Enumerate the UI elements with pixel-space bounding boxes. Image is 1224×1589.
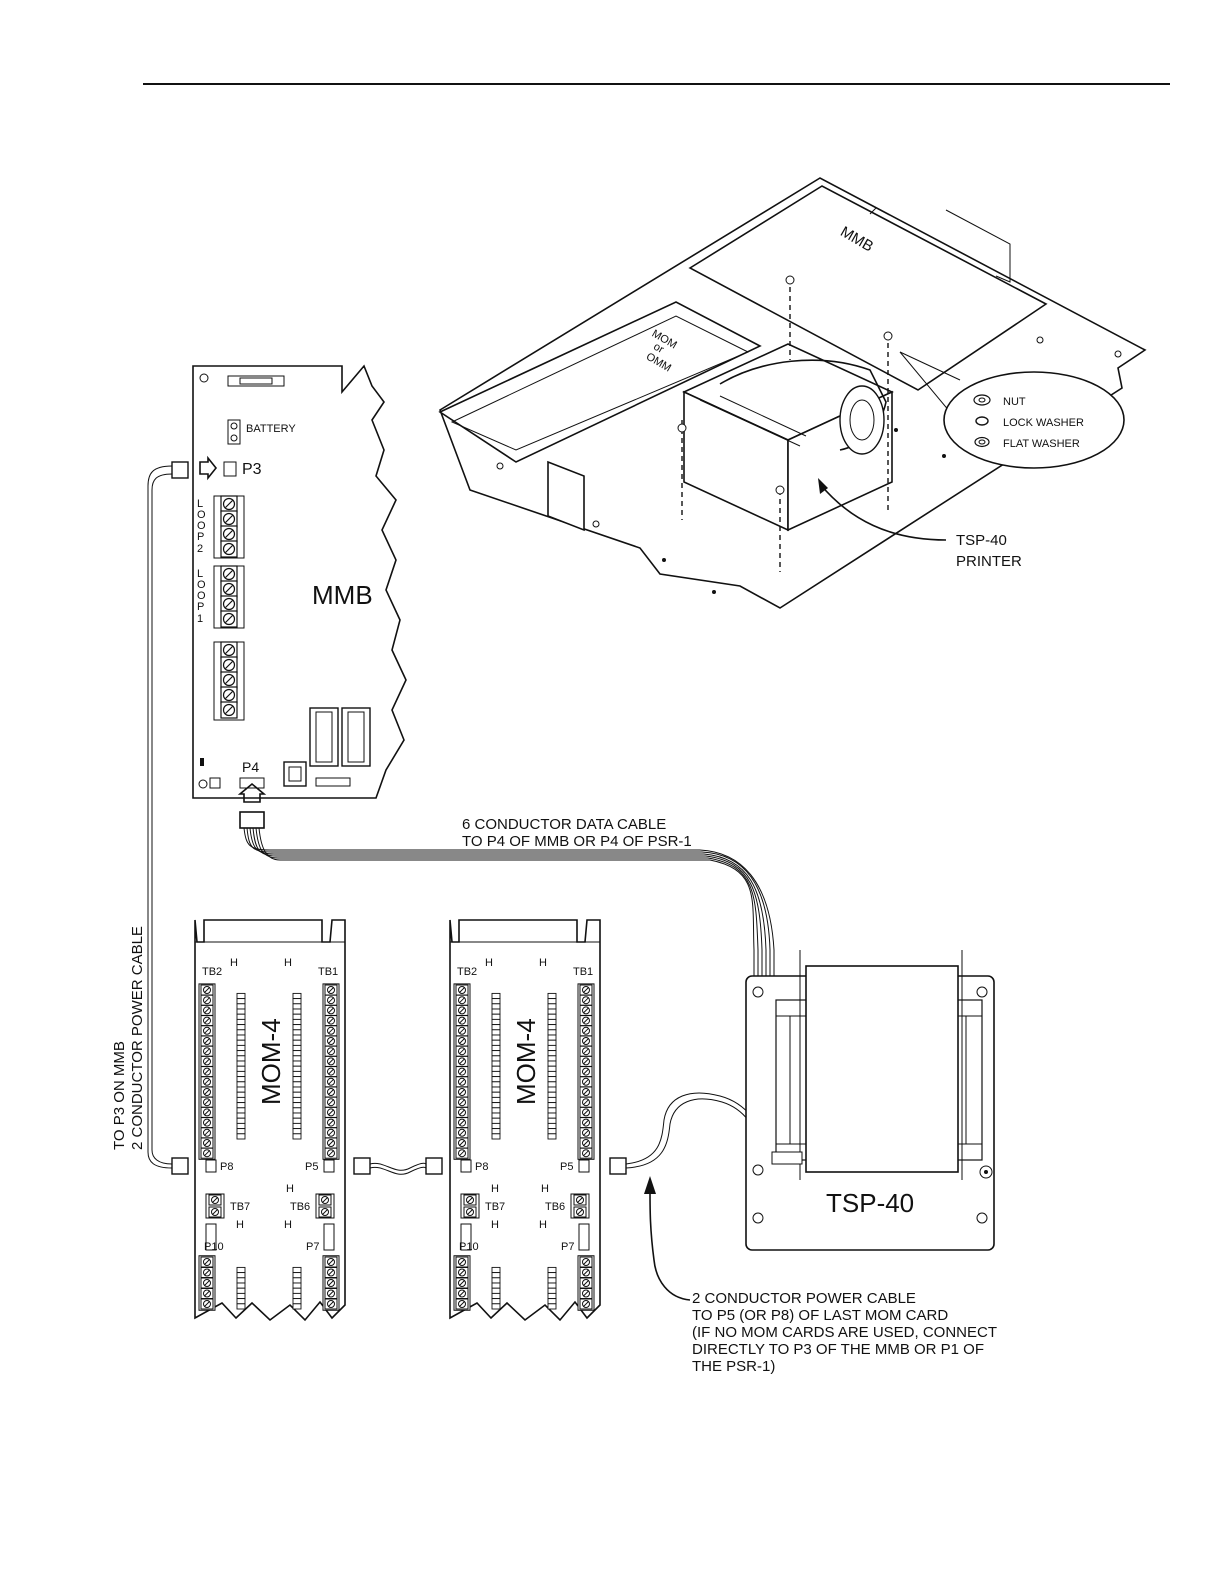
data-cable-callout-line-1: 6 CONDUCTOR DATA CABLE xyxy=(462,816,666,833)
power-callout-line-4: DIRECTLY TO P3 OF THE MMB OR P1 OF xyxy=(692,1341,984,1358)
mom1-lower-right-terminals xyxy=(322,1255,340,1311)
mom1-tb2-label: TB2 xyxy=(202,966,222,978)
mom2-tb2-label: TB2 xyxy=(457,966,477,978)
mom2-tb1-label: TB1 xyxy=(573,966,593,978)
mom2-p10-label: P10 xyxy=(459,1241,479,1253)
mom1-tb1-label: TB1 xyxy=(318,966,338,978)
mmb-board: BATTERY P3 L O O P 2 L O O P 1 xyxy=(192,364,407,803)
mom1-header-left xyxy=(236,992,246,1140)
svg-text:H: H xyxy=(491,1183,499,1195)
power-callout-line-3: (IF NO MOM CARDS ARE USED, CONNECT xyxy=(692,1324,997,1341)
p3-cable-callout-line-2: 2 CONDUCTOR POWER CABLE xyxy=(129,926,146,1150)
data-cable-callout-line-2: TO P4 OF MMB OR P4 OF PSR-1 xyxy=(462,833,692,850)
ic-chips xyxy=(309,707,371,767)
loop1-char-4: P xyxy=(197,601,204,613)
mom2-tb1-terminals xyxy=(577,983,595,1160)
mom2-tb7-label: TB7 xyxy=(485,1201,505,1213)
loop2-char-4: P xyxy=(197,531,204,543)
flat-washer-label: FLAT WASHER xyxy=(1003,438,1080,450)
lock-washer-icon xyxy=(975,416,989,426)
power-terminal-block xyxy=(213,641,245,721)
mom1-p10-label: P10 xyxy=(204,1241,224,1253)
loop1-char-3: O xyxy=(197,590,206,602)
mom2-p5-label: P5 xyxy=(560,1161,573,1173)
power-cable-to-p3 xyxy=(147,461,189,1175)
loop1-char-2: O xyxy=(197,579,206,591)
printer-paper-housing xyxy=(805,965,959,1173)
mom2-tb2-terminals xyxy=(453,983,471,1160)
svg-text:H: H xyxy=(485,957,493,969)
nut-label: NUT xyxy=(1003,396,1026,408)
svg-text:H: H xyxy=(284,957,292,969)
mom2-lower-right-terminals xyxy=(577,1255,595,1311)
svg-text:H: H xyxy=(539,1219,547,1231)
mom1-title: MOM-4 xyxy=(256,1018,286,1105)
mom2-p8-label: P8 xyxy=(475,1161,488,1173)
data-cable xyxy=(239,811,775,1150)
power-cable-arrow-icon xyxy=(644,1176,656,1194)
mom1-tb1-terminals xyxy=(322,983,340,1160)
svg-text:H: H xyxy=(284,1219,292,1231)
p3-cable-callout-line-1: TO P3 ON MMB xyxy=(111,1041,128,1150)
mom1-p5-label: P5 xyxy=(305,1161,318,1173)
mom-board-1: H H TB2 TB1 MOM-4 P8 P5 H TB7 TB6 H H P10… xyxy=(194,919,346,1322)
printer-callout-line-1: TSP-40 xyxy=(956,532,1007,549)
mom2-tb6-label: TB6 xyxy=(545,1201,565,1213)
mom1-lower-left-terminals xyxy=(198,1255,216,1311)
tsp40-printer-unit: TSP-40 xyxy=(745,950,995,1251)
loop1-terminal-block xyxy=(213,565,245,629)
svg-text:H: H xyxy=(491,1219,499,1231)
p3-label: P3 xyxy=(242,461,262,478)
loop1-char-1: L xyxy=(197,568,203,580)
data-cable-plug xyxy=(239,811,265,829)
mom1-lower-header-left xyxy=(236,1266,246,1310)
mom1-lower-header-right xyxy=(292,1266,302,1310)
iso-mom-board xyxy=(438,301,762,463)
svg-text:H: H xyxy=(539,957,547,969)
mom1-header-right xyxy=(292,992,302,1140)
mom1-p8-label: P8 xyxy=(220,1161,233,1173)
mom2-lower-left-terminals xyxy=(453,1255,471,1311)
p4-arrow-icon xyxy=(237,782,267,803)
printer-mounting-assembly: MMB MOM or OMM NUT LOCK WASHER FLAT WASH… xyxy=(438,177,1147,609)
mom1-tb7-label: TB7 xyxy=(230,1201,250,1213)
p3-arrow-icon xyxy=(199,455,218,481)
mom2-header-left xyxy=(491,992,501,1140)
svg-text:H: H xyxy=(541,1183,549,1195)
loop2-terminal-block xyxy=(213,495,245,559)
mom-jumper-cable xyxy=(353,1157,443,1175)
mom1-p7-label: P7 xyxy=(306,1241,319,1253)
power-cable-callout: 2 CONDUCTOR POWER CABLE TO P5 (OR P8) OF… xyxy=(692,1290,997,1375)
mmb-title: MMB xyxy=(312,580,373,610)
mom2-title: MOM-4 xyxy=(511,1018,541,1105)
battery-label: BATTERY xyxy=(246,423,296,435)
mom2-p7-label: P7 xyxy=(561,1241,574,1253)
power-callout-line-2: TO P5 (OR P8) OF LAST MOM CARD xyxy=(692,1307,948,1324)
svg-text:H: H xyxy=(230,957,238,969)
flat-washer-icon xyxy=(974,436,990,448)
mom2-lower-header-right xyxy=(547,1266,557,1310)
lock-washer-label: LOCK WASHER xyxy=(1003,417,1084,429)
printer-callout-line-2: PRINTER xyxy=(956,553,1022,570)
mom2-header-right xyxy=(547,992,557,1140)
mom1-tb6-label: TB6 xyxy=(290,1201,310,1213)
power-callout-line-5: THE PSR-1) xyxy=(692,1358,775,1375)
loop2-char-5: 2 xyxy=(197,543,203,555)
loop2-char-3: O xyxy=(197,520,206,532)
loop2-char-1: L xyxy=(197,498,203,510)
power-callout-line-1: 2 CONDUCTOR POWER CABLE xyxy=(692,1290,916,1307)
nut-icon xyxy=(973,394,991,406)
p4-label: P4 xyxy=(242,759,259,775)
svg-text:H: H xyxy=(286,1183,294,1195)
svg-text:H: H xyxy=(236,1219,244,1231)
iso-mmb-board xyxy=(688,185,1048,391)
mom-board-2: H H TB2 TB1 MOM-4 P8 P5 H H TB7 TB6 H H P1… xyxy=(449,919,601,1322)
loop1-char-5: 1 xyxy=(197,613,203,625)
battery-terminals xyxy=(227,419,241,445)
mom2-lower-header-left xyxy=(491,1266,501,1310)
loop2-char-2: O xyxy=(197,509,206,521)
tsp40-label: TSP-40 xyxy=(826,1188,914,1218)
mom1-tb2-terminals xyxy=(198,983,216,1160)
